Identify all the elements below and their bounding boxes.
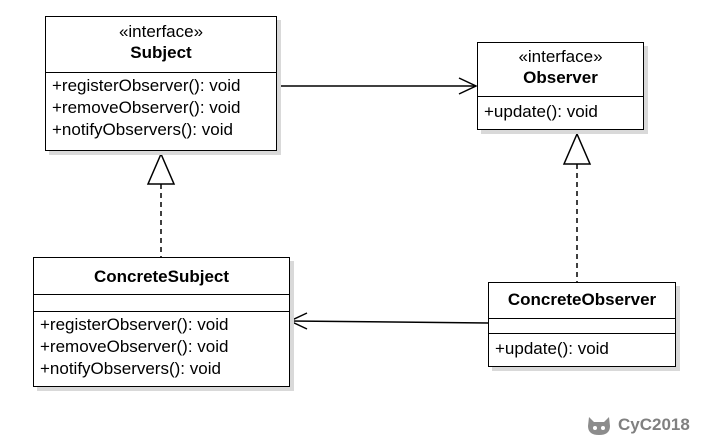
subject-observer-association [277,77,478,95]
concrete-subject-operation: +registerObserver(): void [40,315,229,334]
subject-operations: +registerObserver(): void +removeObserve… [46,73,276,141]
concrete-observer-name: ConcreteObserver [507,290,657,309]
concrete-subject-header: ConcreteSubject [34,258,289,295]
concrete-subject-attributes [34,295,289,312]
subject-operation: +removeObserver(): void [52,98,241,117]
subject-header: «interface» Subject [46,17,276,73]
concrete-observer-realization [562,132,592,282]
observer-stereotype: «interface» [518,47,603,66]
concrete-subject-class: ConcreteSubject +registerObserver(): voi… [33,257,290,387]
concrete-observer-header: ConcreteObserver [489,283,675,319]
watermark-text: CyC2018 [618,415,690,434]
observer-subject-association [288,312,489,330]
subject-operation: +registerObserver(): void [52,76,241,95]
observer-name: Observer [523,68,598,87]
concrete-observer-attributes [489,319,675,334]
watermark: CyC2018 [586,411,690,439]
subject-stereotype: «interface» [118,22,204,41]
concrete-subject-operations: +registerObserver(): void +removeObserve… [34,312,289,380]
observer-operations: +update(): void [478,97,643,123]
concrete-subject-operation: +removeObserver(): void [40,337,229,356]
concrete-observer-operations: +update(): void [489,334,675,360]
concrete-observer-class: ConcreteObserver +update(): void [488,282,676,367]
concrete-subject-name: ConcreteSubject [93,267,230,286]
concrete-subject-operation: +notifyObservers(): void [40,359,221,378]
github-octocat-icon [588,417,610,435]
subject-operation: +notifyObservers(): void [52,120,233,139]
observer-operation: +update(): void [484,102,598,121]
observer-header: «interface» Observer [478,43,643,97]
subject-class: «interface» Subject +registerObserver():… [45,16,277,151]
observer-class: «interface» Observer +update(): void [477,42,644,130]
concrete-subject-realization [146,152,176,257]
concrete-observer-operation: +update(): void [495,339,609,358]
subject-name: Subject [130,43,192,62]
